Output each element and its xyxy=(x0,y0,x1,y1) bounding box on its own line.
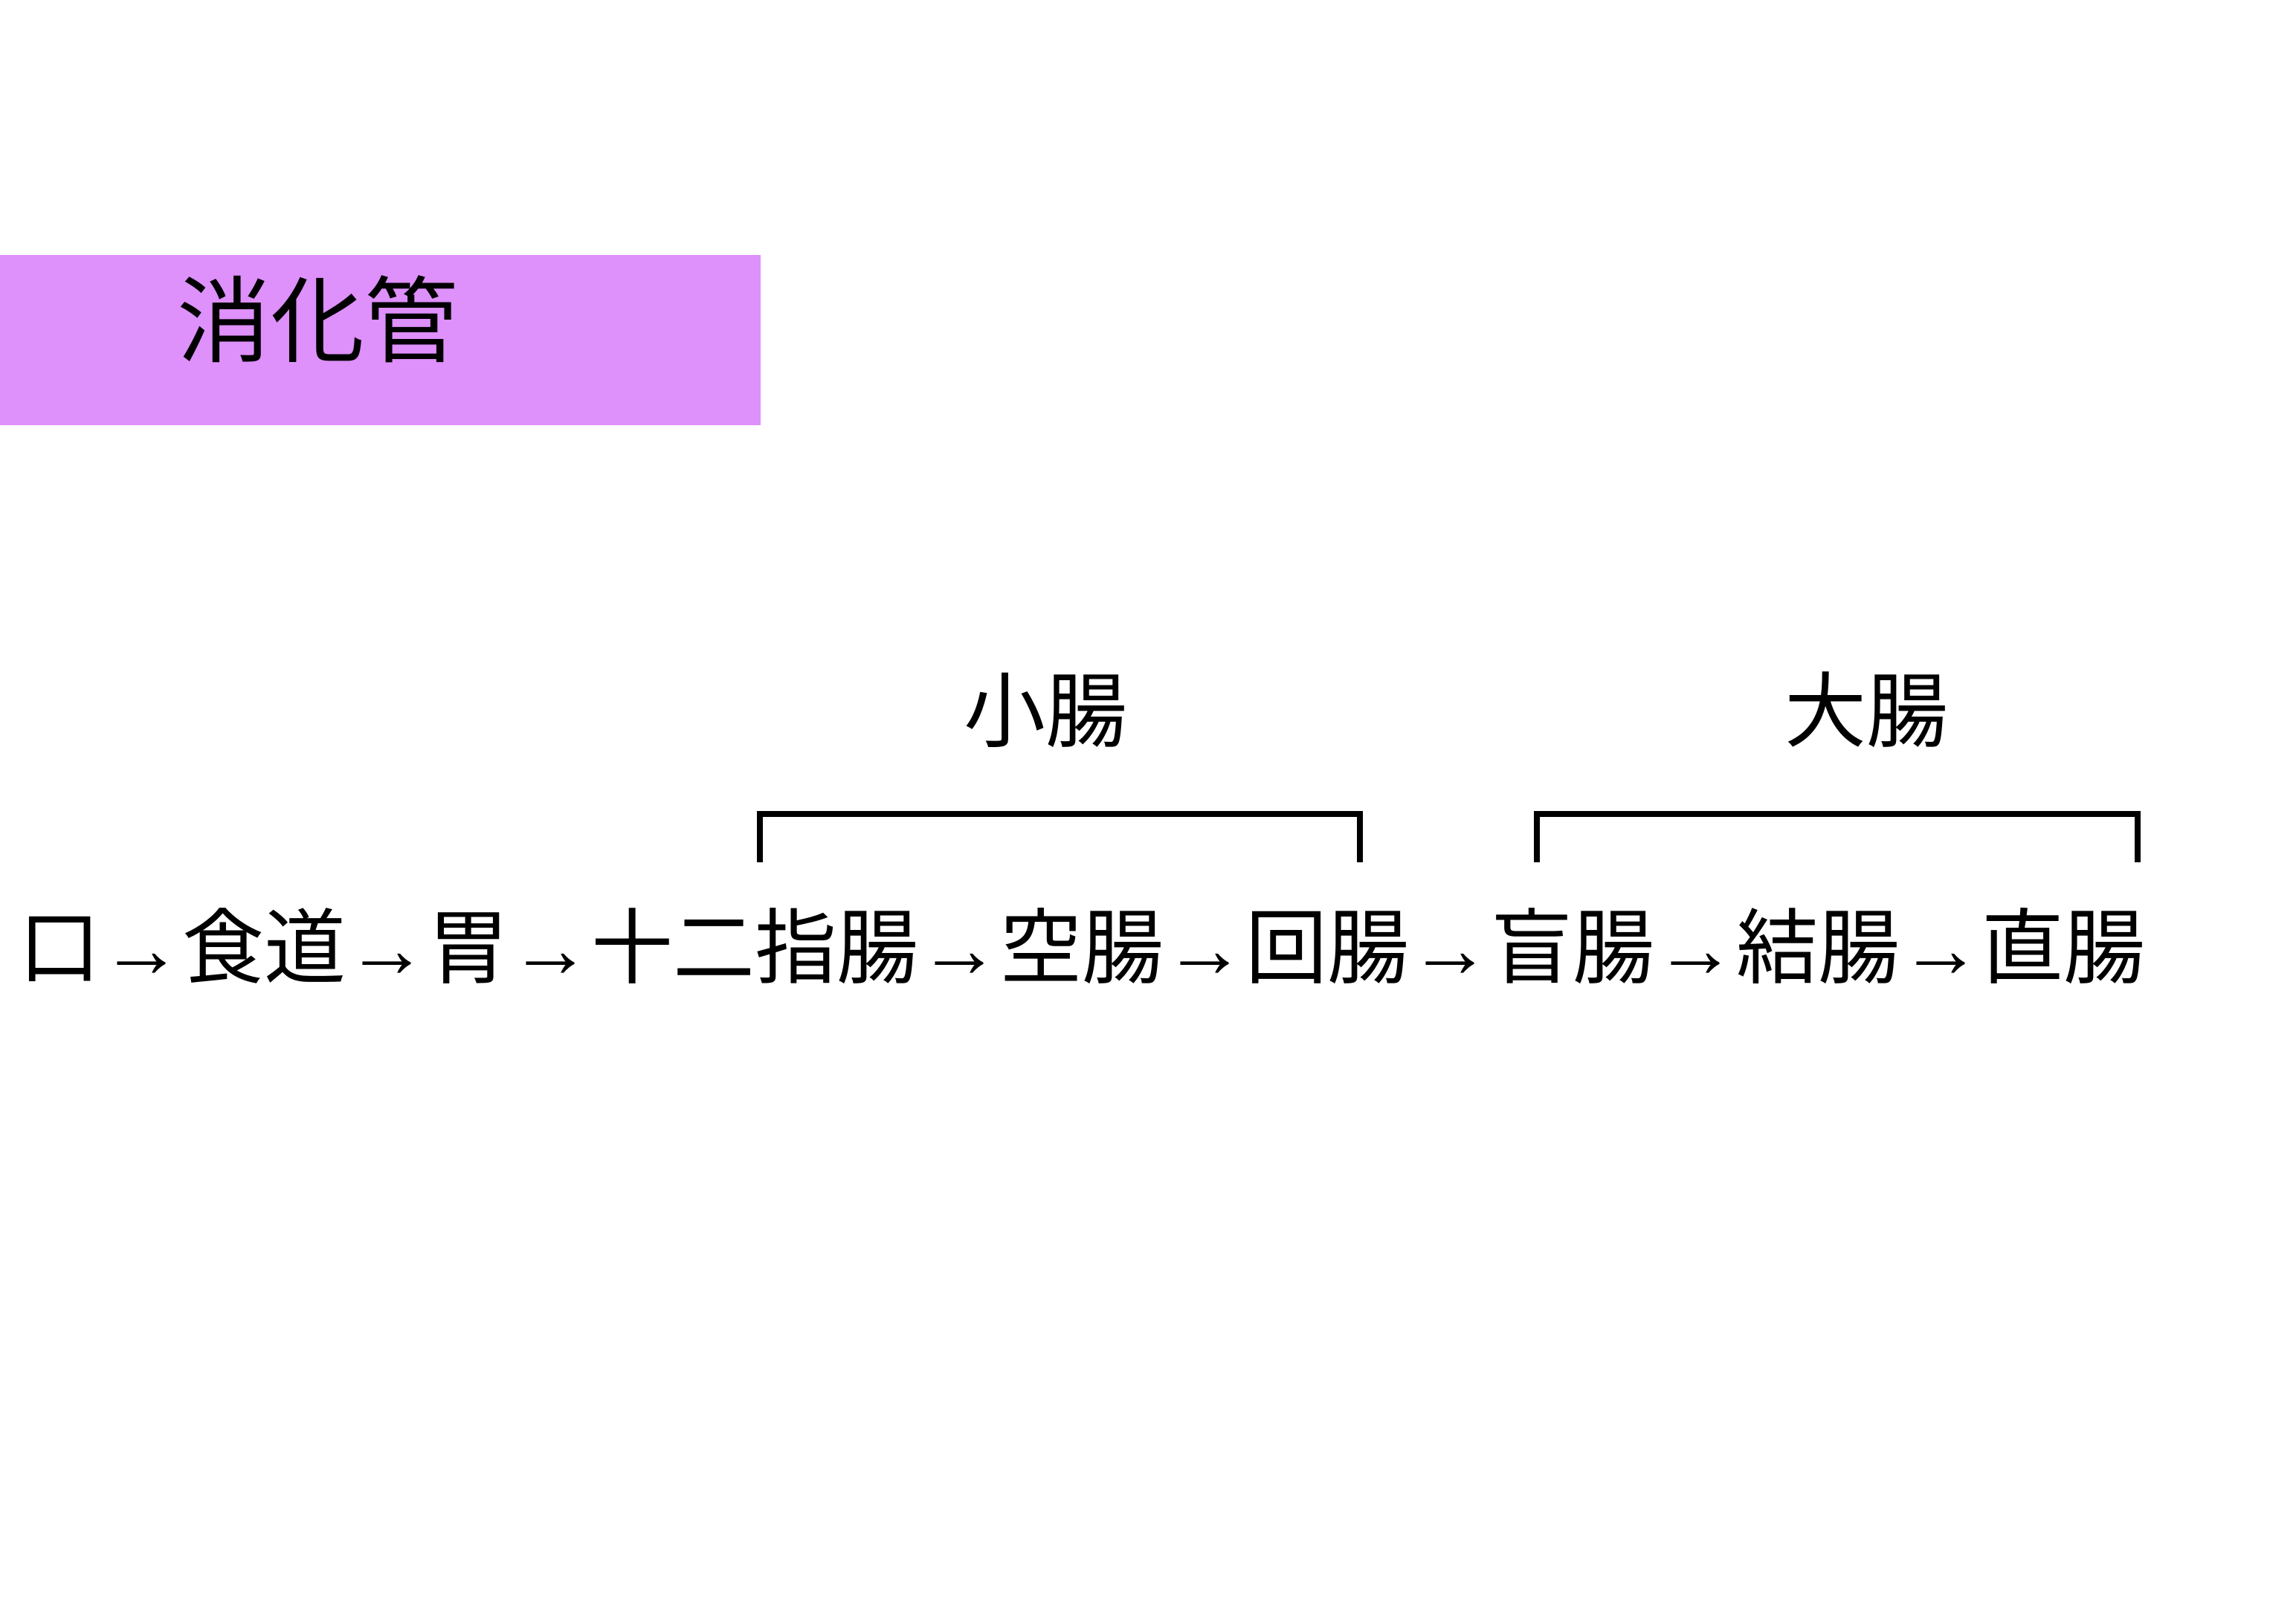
small-intestine-label: 小腸 xyxy=(964,667,1127,758)
large-intestine-bracket xyxy=(1534,811,2141,862)
large-intestine-label: 大腸 xyxy=(1784,667,1948,758)
digestive-tract-flow: 口→食道→胃→十二指腸→空腸→回腸→盲腸→結腸→直腸 xyxy=(19,903,2145,995)
small-intestine-bracket xyxy=(757,811,1363,862)
title-highlight-box: 消化管 xyxy=(0,255,761,425)
page-title: 消化管 xyxy=(177,270,458,375)
